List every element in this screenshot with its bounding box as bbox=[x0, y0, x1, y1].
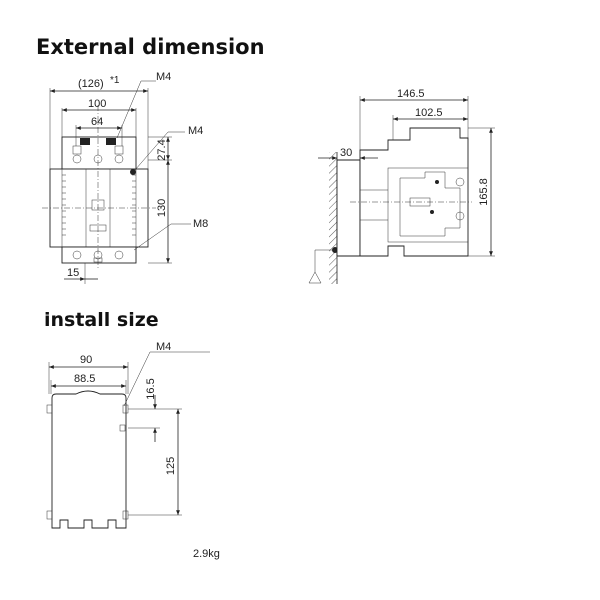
weight-label: 2.9kg bbox=[193, 548, 220, 560]
side-body bbox=[359, 127, 469, 257]
label-102-5: 102.5 bbox=[415, 107, 443, 119]
front-view: (126) *1 100 64 M4 M4 M8 15 27.4 130 bbox=[42, 71, 208, 284]
front-fins bbox=[62, 174, 136, 236]
label-m8: M8 bbox=[193, 218, 208, 230]
front-top-screw-right bbox=[106, 138, 116, 145]
ground-symbol bbox=[308, 271, 322, 284]
install-plate-outline bbox=[51, 390, 127, 529]
front-bottom-terminal bbox=[61, 246, 137, 264]
label-90: 90 bbox=[80, 354, 92, 366]
label-27-4: 27.4 bbox=[156, 139, 168, 160]
front-top-screw-left bbox=[80, 138, 90, 145]
label-126: (126) bbox=[78, 78, 104, 90]
label-16-5: 16.5 bbox=[145, 378, 157, 399]
label-88-5: 88.5 bbox=[74, 373, 95, 385]
side-base bbox=[336, 159, 361, 257]
label-15: 15 bbox=[67, 267, 79, 279]
label-100: 100 bbox=[88, 98, 106, 110]
leader-m4-top bbox=[116, 80, 156, 139]
label-130: 130 bbox=[156, 199, 168, 217]
side-internal-mechanism bbox=[399, 171, 461, 237]
label-m4-side: M4 bbox=[188, 125, 203, 137]
side-view: 146.5 102.5 30 165.8 bbox=[308, 88, 495, 284]
install-view: 90 88.5 M4 16.5 125 bbox=[46, 341, 210, 529]
leader-m8 bbox=[133, 223, 191, 251]
external-dimension-heading: External dimension bbox=[36, 35, 265, 59]
label-m4-top: M4 bbox=[156, 71, 171, 83]
front-top-terminal bbox=[61, 136, 137, 170]
install-size-heading: install size bbox=[44, 309, 159, 331]
label-install-m4: M4 bbox=[156, 341, 171, 353]
label-126-note: *1 bbox=[110, 75, 120, 86]
mounting-wall bbox=[329, 152, 337, 284]
label-146-5: 146.5 bbox=[397, 88, 425, 100]
leader-m4-side bbox=[134, 131, 185, 171]
label-64: 64 bbox=[91, 116, 103, 128]
label-125: 125 bbox=[165, 457, 177, 475]
label-30: 30 bbox=[340, 147, 352, 159]
label-165-8: 165.8 bbox=[478, 178, 490, 206]
leader-install-m4 bbox=[123, 351, 210, 407]
front-coil-terminal bbox=[130, 169, 136, 175]
